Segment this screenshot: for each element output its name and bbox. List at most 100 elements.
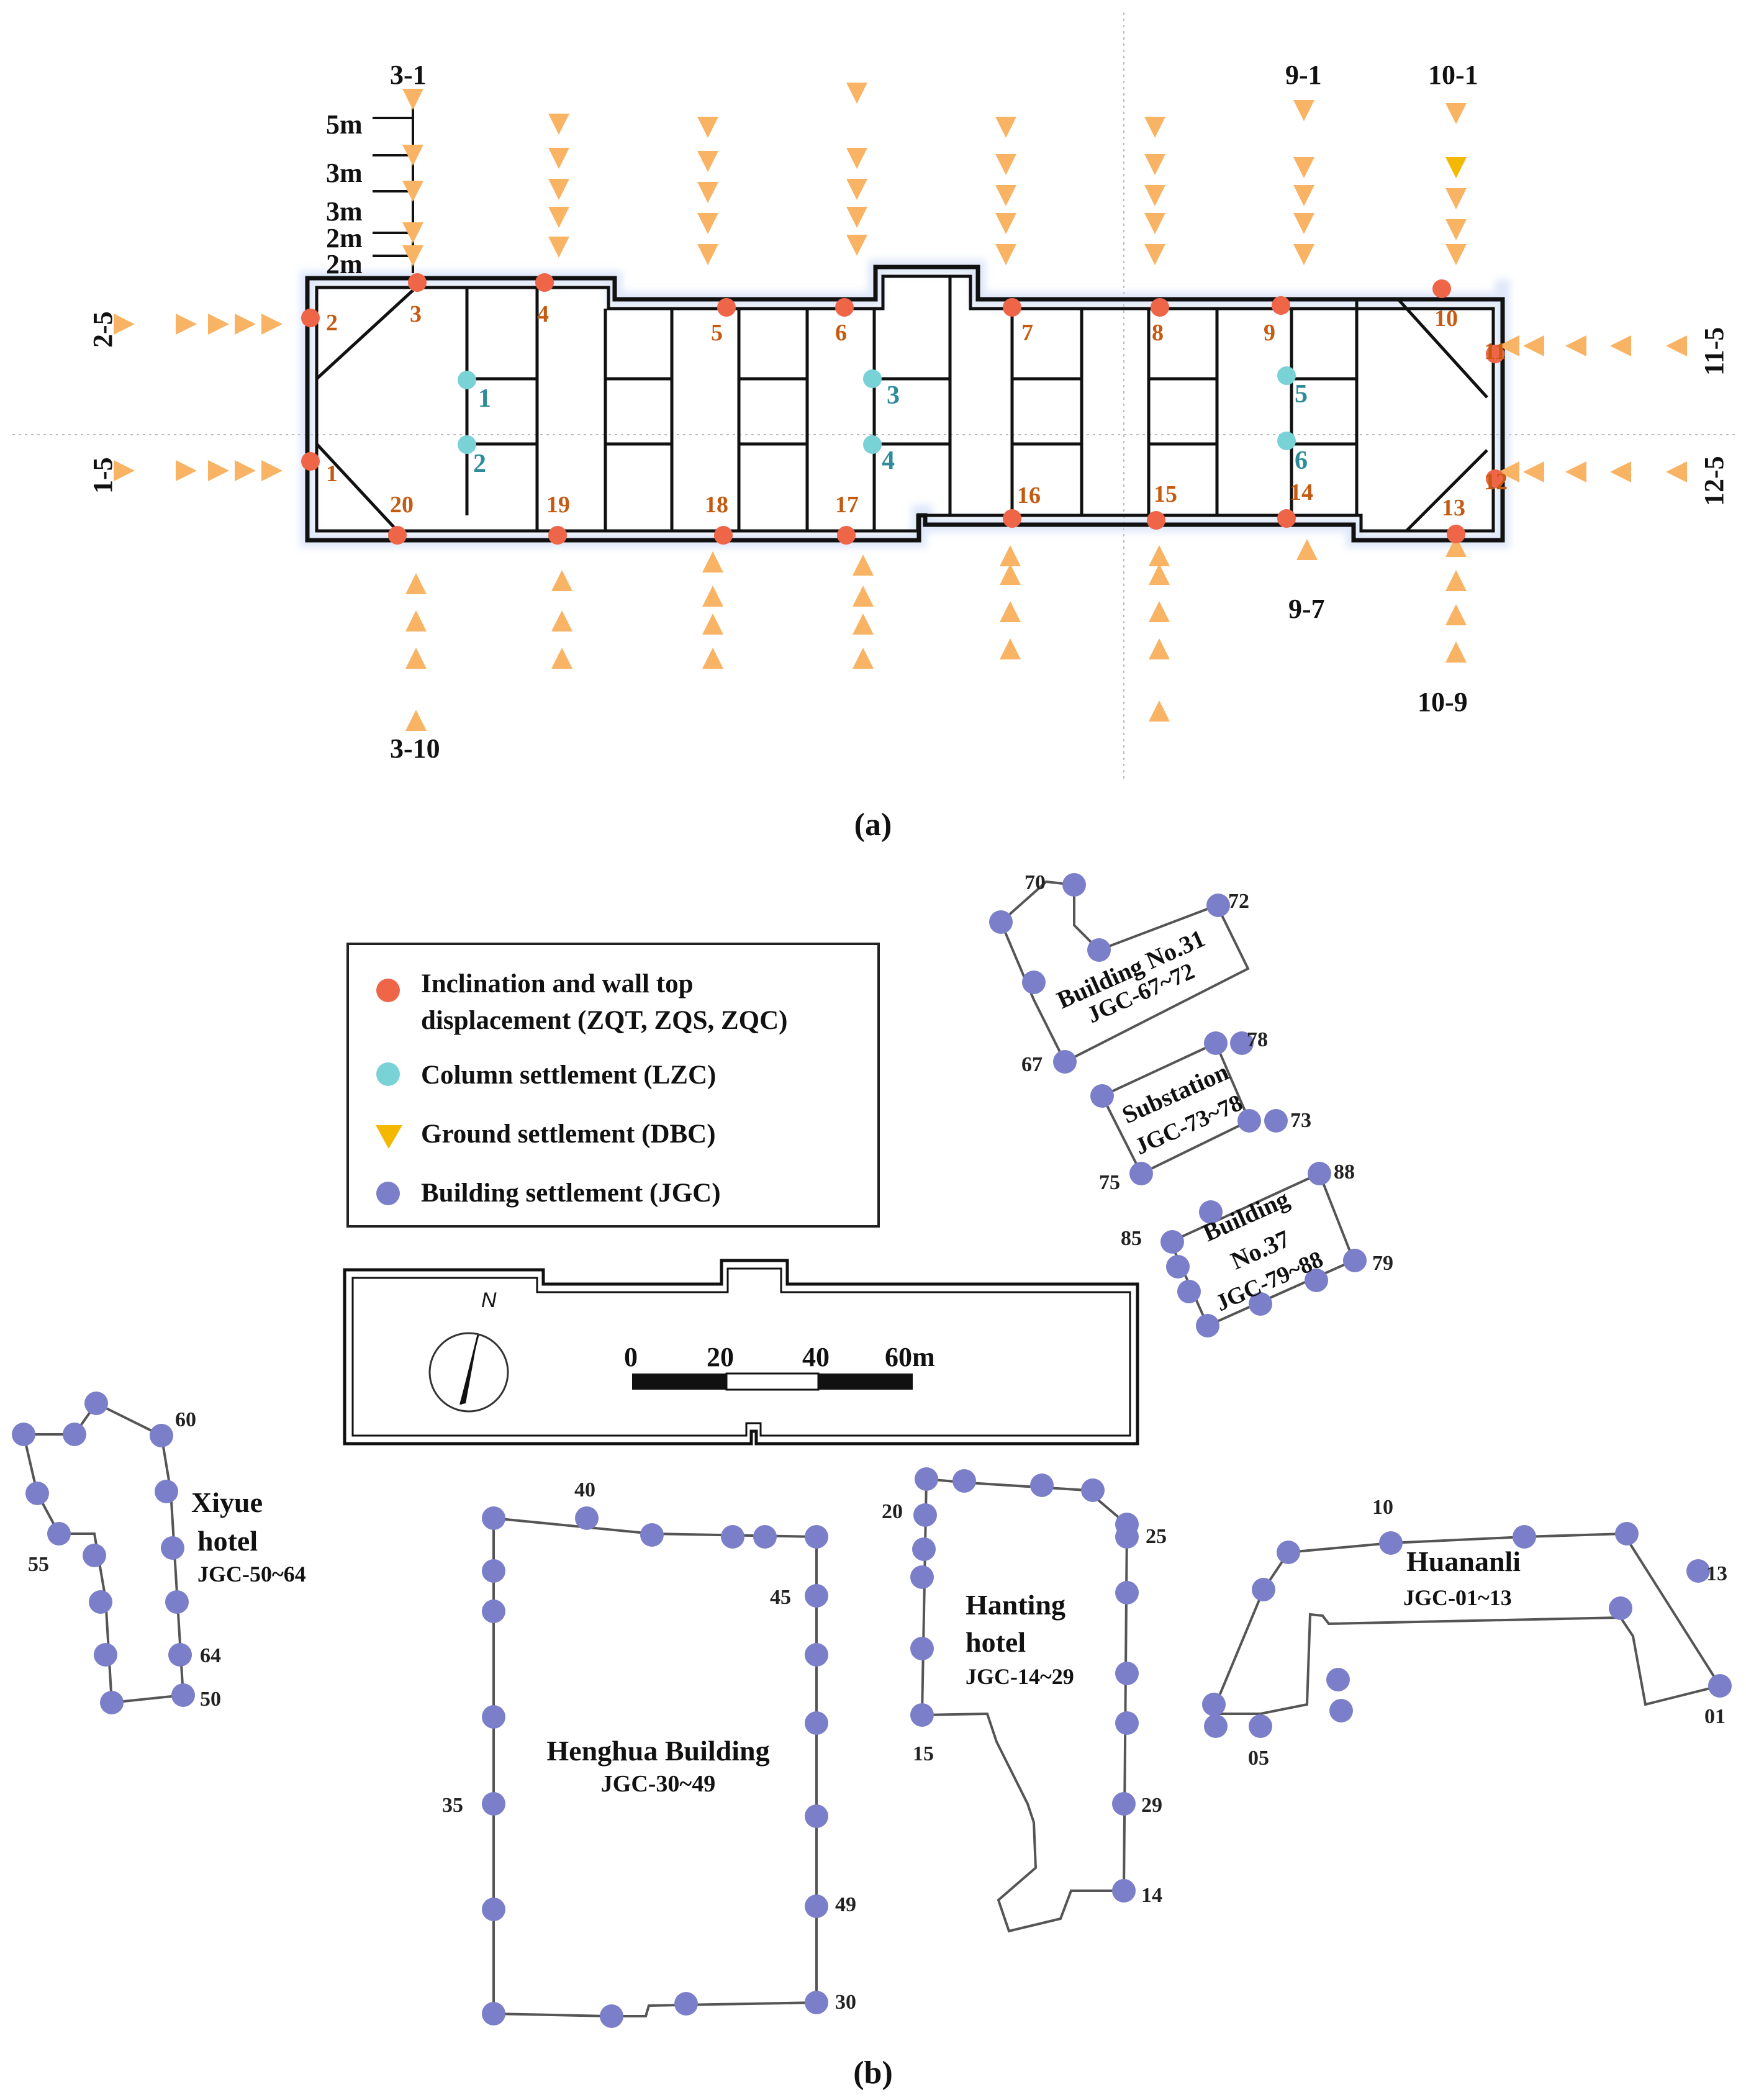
- wall-point-label-11: 11: [1484, 338, 1506, 364]
- jgc-num-50: 50: [200, 1688, 221, 1711]
- ground-settlement-marker: [1293, 244, 1314, 265]
- building-settlement-point: [1277, 1541, 1300, 1564]
- ground-settlement-marker: [1000, 601, 1021, 622]
- ground-settlement-marker: [1445, 604, 1467, 625]
- building-settlement-point: [753, 1525, 777, 1549]
- building-settlement-point: [910, 1703, 934, 1727]
- jgc-num-10: 10: [1372, 1496, 1393, 1519]
- wall-point-label-16: 16: [1017, 482, 1041, 509]
- ground-settlement-marker: [1666, 335, 1687, 356]
- ground-settlement-marker: [114, 314, 135, 335]
- ground-settlement-marker: [261, 460, 283, 481]
- jgc-num-29: 29: [1141, 1794, 1162, 1817]
- building-settlement-point: [915, 1467, 938, 1491]
- yellow-triangle-icon: [376, 1125, 402, 1149]
- wall-point-label-13: 13: [1442, 495, 1465, 521]
- building-settlement-point: [1305, 1269, 1328, 1292]
- legend-label-1a: Inclination and wall top: [421, 969, 693, 998]
- line-label-3-1: 3-1: [390, 60, 427, 90]
- ground-settlement-marker: [402, 145, 423, 166]
- ground-settlement-marker: [548, 114, 569, 135]
- wall-point-label-18: 18: [705, 492, 728, 518]
- ground-settlement-marker: [176, 314, 197, 335]
- building-settlement-point: [1252, 1578, 1275, 1601]
- building-settlement-point: [1030, 1473, 1054, 1497]
- ground-settlement-marker: [1000, 545, 1021, 566]
- building-settlement-point: [1686, 1559, 1710, 1583]
- outline-hanting-hotel: [920, 1477, 1129, 1933]
- jgc-num-64: 64: [200, 1644, 221, 1667]
- building-settlement-point: [1196, 1314, 1219, 1337]
- building-settlement-point: [640, 1523, 664, 1547]
- jgc-num-78: 78: [1247, 1028, 1268, 1051]
- building-settlement-point: [1129, 1162, 1153, 1185]
- building-settlement-point: [89, 1590, 112, 1614]
- building-settlement-point: [150, 1424, 173, 1447]
- building-settlement-point: [1115, 1581, 1139, 1604]
- building-settlement-point: [1166, 1255, 1190, 1279]
- ground-settlement-marker: [405, 648, 427, 669]
- ground-settlement-marker: [1144, 117, 1165, 138]
- ground-settlement-marker: [1610, 335, 1631, 356]
- wall-point-label-4: 4: [537, 301, 549, 327]
- ground-settlement-marker: [1565, 461, 1586, 482]
- column-point-1: [458, 371, 476, 389]
- jgc-num-79: 79: [1372, 1252, 1393, 1275]
- wall-point-7: [1003, 298, 1021, 317]
- caption-b: (b): [853, 2055, 893, 2091]
- wall-point-8: [1151, 298, 1169, 317]
- building-settlement-point: [600, 2004, 623, 2028]
- ground-settlement-marker: [208, 460, 229, 481]
- legend-label-3: Ground settlement (DBC): [421, 1120, 716, 1149]
- ground-settlement-marker: [846, 83, 867, 104]
- jgc-num-88: 88: [1334, 1161, 1355, 1184]
- huananli-name: Huananli: [1406, 1546, 1521, 1577]
- legend-label-1b: displacement (ZQT, ZQS, ZQC): [421, 1006, 788, 1035]
- scale-tick-60m: 60m: [885, 1342, 935, 1372]
- ground-settlement-marker: [853, 586, 874, 607]
- wall-point-label-20: 20: [390, 492, 414, 518]
- building-settlement-point: [1112, 1792, 1136, 1816]
- building-settlement-point: [912, 1537, 936, 1561]
- caption-a: (a): [854, 807, 892, 843]
- column-point-label-1: 1: [478, 384, 491, 413]
- building-settlement-point: [1343, 1249, 1367, 1272]
- building-settlement-point: [482, 1898, 505, 1921]
- building-settlement-point: [1204, 1714, 1228, 1738]
- ground-settlement-marker: [1445, 536, 1467, 557]
- wall-point-9: [1272, 296, 1290, 315]
- ground-settlement-marker: [548, 207, 569, 228]
- spacing-label-2m-a: 2m: [326, 223, 363, 253]
- wall-point-label-10: 10: [1434, 305, 1458, 332]
- ground-settlement-marker: [1293, 213, 1314, 234]
- ground-settlement-marker: [548, 148, 569, 169]
- wall-point-label-9: 9: [1264, 320, 1275, 346]
- building-settlement-point: [482, 1506, 505, 1530]
- building-settlement-point: [575, 1506, 599, 1530]
- building-settlement-point: [1329, 1699, 1353, 1722]
- outline-building-31: [999, 880, 1250, 1064]
- ground-settlement-marker: [697, 117, 718, 138]
- ground-settlement-marker: [551, 610, 572, 631]
- ground-settlement-marker: [995, 154, 1016, 175]
- purple-dot-icon: [376, 1182, 400, 1205]
- wall-point-label-12: 12: [1484, 469, 1508, 495]
- building-settlement-point: [171, 1683, 195, 1707]
- ground-settlement-marker: [1149, 564, 1170, 585]
- ground-settlement-marker: [1296, 539, 1318, 560]
- xiyue-range: JGC-50~64: [197, 1562, 306, 1586]
- xiyue-name-2: hotel: [197, 1525, 258, 1557]
- wall-point-label-5: 5: [711, 320, 723, 346]
- building-settlement-point: [63, 1423, 86, 1446]
- line-label-2-5: 2-5: [88, 311, 118, 348]
- ground-settlement-marker-highlight: [1445, 157, 1467, 178]
- scale-tick-0: 0: [624, 1342, 638, 1372]
- building-settlement-point: [989, 910, 1013, 934]
- building-settlement-point: [1199, 1200, 1223, 1224]
- building-settlement-point: [805, 1525, 828, 1549]
- column-point-3: [863, 369, 882, 388]
- ground-settlement-marker: [1666, 461, 1687, 482]
- ground-settlement-marker: [402, 181, 423, 202]
- support-struts: [465, 276, 1359, 531]
- building-settlement-point: [1115, 1711, 1139, 1735]
